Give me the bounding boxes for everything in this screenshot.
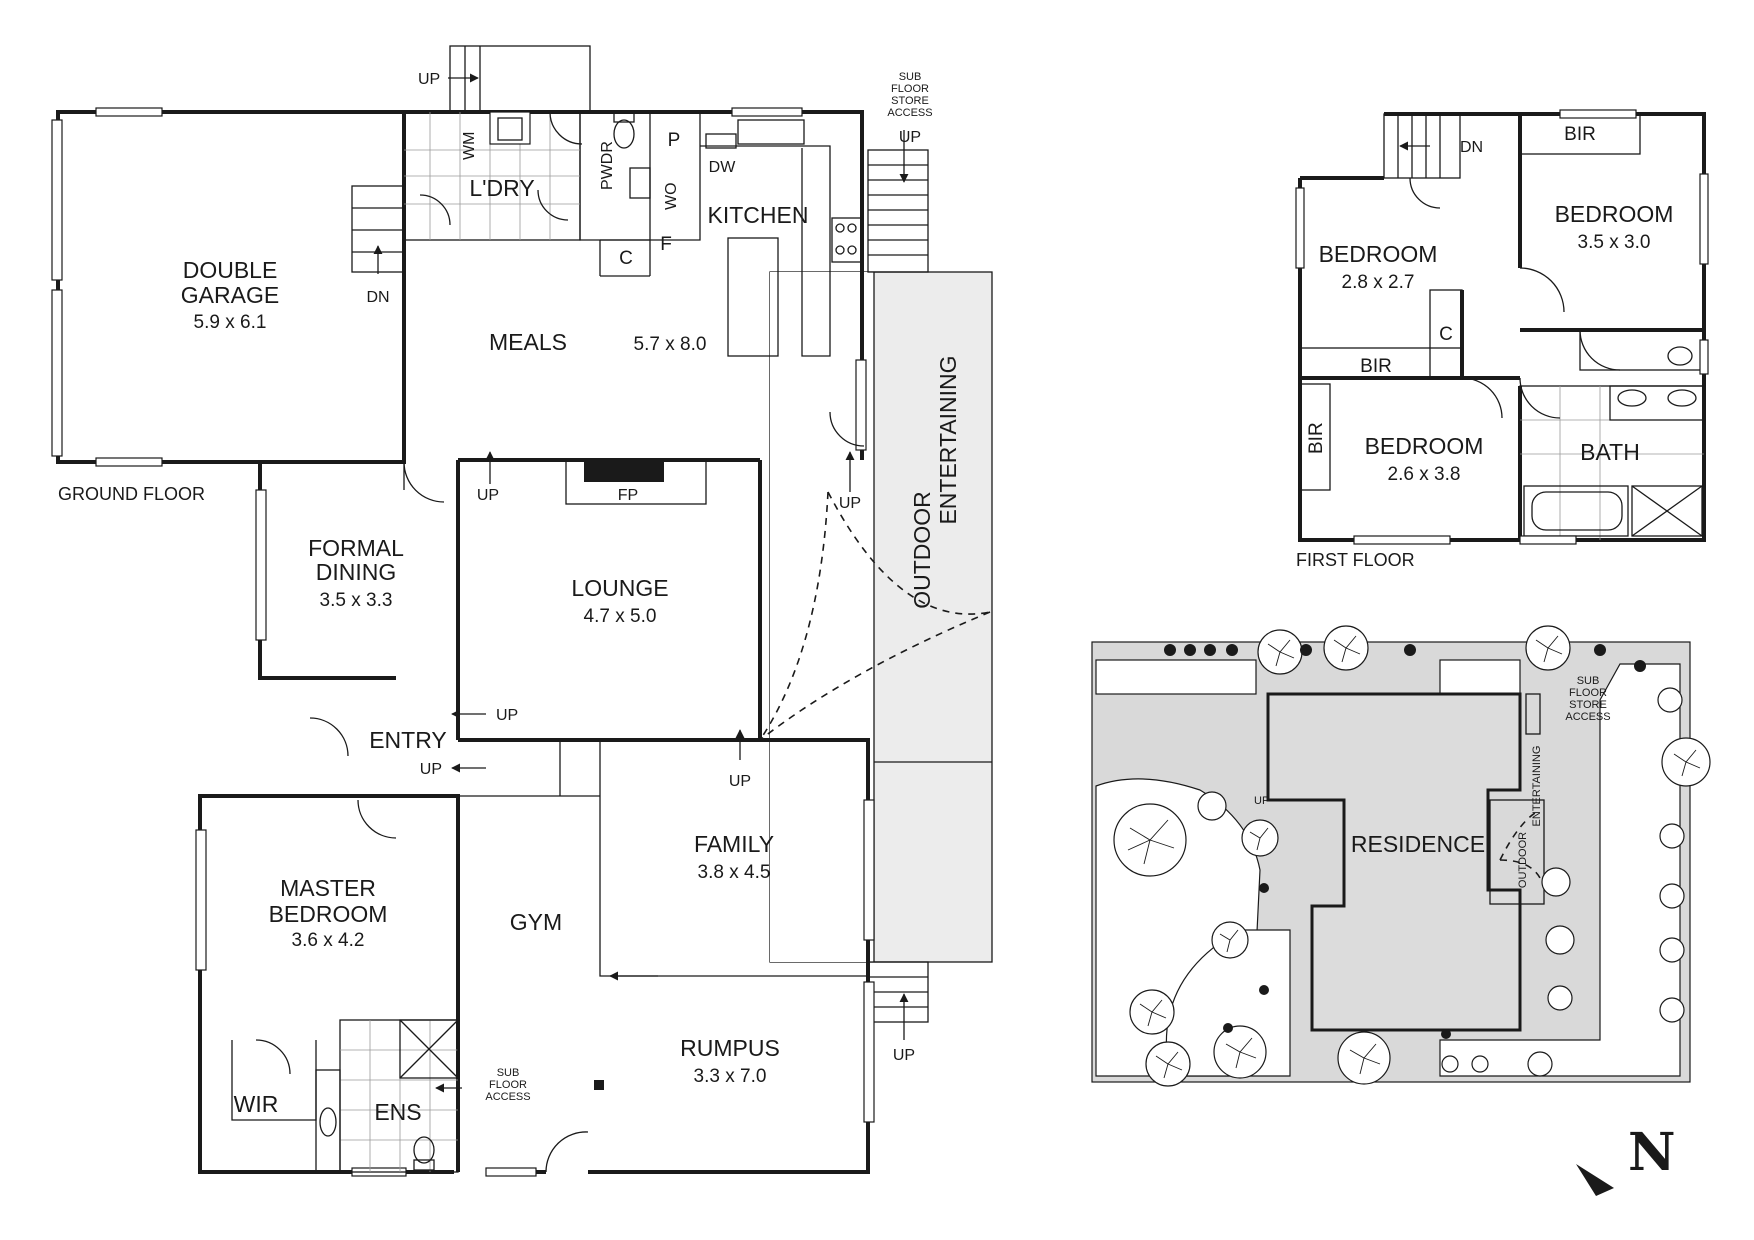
formal-dining-dim: 3.5 x 3.3 (320, 590, 393, 611)
outdoor-stairs-bottom (867, 961, 929, 1023)
interior-partitions (403, 462, 868, 977)
site-outdoor-label: OUTDOOR (1517, 832, 1529, 888)
site-plan: RESIDENCE UP OUTDOOR ENTERTAINING SUB FL… (1091, 625, 1711, 1087)
up-label-8: UP (893, 1047, 915, 1064)
outdoor-entertaining-label-2: ENTERTAINING (935, 355, 961, 524)
up-label-6: UP (729, 773, 751, 790)
wm-label: WM (461, 132, 478, 160)
svg-text:STORE: STORE (891, 95, 929, 107)
rumpus-dim: 3.3 x 7.0 (694, 1066, 767, 1087)
ground-floor-plan: DOUBLE GARAGE 5.9 x 6.1 L'DRY WM PWDR WO… (51, 45, 1430, 1177)
svg-text:ACCESS: ACCESS (887, 107, 932, 119)
pantry-label: P (668, 130, 681, 151)
meals-dim: 5.7 x 8.0 (634, 334, 707, 355)
fp-label: FP (618, 487, 638, 504)
first-floor-cupboard: C (1439, 324, 1453, 345)
svg-text:FLOOR: FLOOR (489, 1079, 527, 1091)
wir-label: WIR (234, 1091, 279, 1117)
family-dim: 3.8 x 4.5 (698, 862, 771, 883)
rear-stair (449, 45, 591, 113)
dw-label: DW (709, 159, 737, 176)
svg-text:SUB: SUB (1577, 675, 1600, 687)
main-house-walls (198, 110, 870, 1174)
svg-text:ACCESS: ACCESS (485, 1091, 530, 1103)
meals-label: MEALS (489, 329, 567, 355)
first-floor-dn: DN (1460, 139, 1483, 156)
svg-text:SUB: SUB (497, 1067, 520, 1079)
laundry-label: L'DRY (469, 175, 534, 201)
bedroom-b-label: BEDROOM (1555, 201, 1674, 227)
svg-text:STORE: STORE (1569, 699, 1607, 711)
formal-dining-label: FORMAL (308, 535, 404, 561)
laundry-tiles (403, 111, 651, 241)
master-bedroom-label-2: BEDROOM (269, 901, 388, 927)
master-bedroom-dim: 3.6 x 4.2 (292, 930, 365, 951)
bedroom-c-dim: 2.6 x 3.8 (1388, 464, 1461, 485)
first-floor-label: FIRST FLOOR (1296, 550, 1415, 570)
bedroom-a-label: BEDROOM (1319, 241, 1438, 267)
first-floor-bir-2: BIR (1360, 356, 1392, 377)
formal-dining-label-2: DINING (316, 559, 397, 585)
fireplace (565, 459, 707, 505)
master-bedroom-label: MASTER (280, 875, 376, 901)
fridge-label: F (660, 234, 672, 255)
site-outdoor-label-2: ENTERTAINING (1531, 746, 1543, 827)
up-label-4: UP (496, 707, 518, 724)
first-floor-bir-1: BIR (1564, 124, 1596, 145)
bath-fixtures (1519, 329, 1705, 541)
svg-text:ACCESS: ACCESS (1565, 711, 1610, 723)
up-label-3: UP (839, 495, 861, 512)
north-label: N (1628, 1122, 1676, 1183)
kitchen-label: KITCHEN (708, 202, 809, 228)
bedroom-a-dim: 2.8 x 2.7 (1342, 272, 1415, 293)
outdoor-stairs-top (867, 149, 929, 273)
kitchen-joinery (579, 112, 863, 357)
entry-label: ENTRY (369, 727, 447, 753)
first-floor-stair (1383, 113, 1461, 179)
ground-floor-label: GROUND FLOOR (58, 484, 205, 504)
ens-label: ENS (374, 1099, 421, 1125)
lounge-label: LOUNGE (571, 575, 668, 601)
up-label-7: UP (899, 129, 921, 146)
site-shrubs (1164, 644, 1646, 1039)
double-garage-label: DOUBLE (183, 257, 278, 283)
rumpus-label: RUMPUS (680, 1035, 780, 1061)
first-floor-bir-3: BIR (1306, 422, 1327, 454)
double-garage-dim: 5.9 x 6.1 (194, 312, 267, 333)
gym-label: GYM (510, 909, 562, 935)
lounge-dim: 4.7 x 5.0 (584, 606, 657, 627)
double-garage-label-2: GARAGE (181, 282, 279, 308)
site-up-label: UP (1254, 795, 1269, 807)
wo-label: WO (663, 182, 680, 210)
svg-text:SUB: SUB (899, 71, 922, 83)
bedroom-c-label: BEDROOM (1365, 433, 1484, 459)
ensuite-fixtures (231, 1019, 459, 1173)
site-trees (1113, 625, 1711, 1087)
up-label-2: UP (477, 487, 499, 504)
first-floor-walls (1298, 112, 1706, 542)
svg-text:FLOOR: FLOOR (891, 83, 929, 95)
bath-label: BATH (1580, 439, 1640, 465)
first-floor-plan: DN BIR BEDROOM 2.8 x 2.7 BEDROOM 3.5 x 3… (1295, 109, 1709, 570)
north-arrow: N (1576, 1122, 1676, 1196)
family-label: FAMILY (694, 831, 774, 857)
up-label-1: UP (418, 71, 440, 88)
sub-floor-access-label: SUB FLOOR ACCESS (485, 1067, 530, 1103)
dn-label-1: DN (366, 289, 389, 306)
sub-floor-store-access-label: SUB FLOOR STORE ACCESS (887, 71, 932, 119)
pwdr-label: PWDR (599, 141, 616, 190)
residence-footprint (1266, 692, 1522, 1032)
outdoor-entertaining-label: OUTDOOR (909, 491, 935, 609)
residence-label: RESIDENCE (1351, 831, 1485, 857)
bedroom-b-dim: 3.5 x 3.0 (1578, 232, 1651, 253)
site-sub-floor-store-access-label: SUB FLOOR STORE ACCESS (1565, 675, 1610, 723)
up-label-5: UP (420, 761, 442, 778)
cupboard-label: C (619, 248, 633, 269)
svg-text:FLOOR: FLOOR (1569, 687, 1607, 699)
